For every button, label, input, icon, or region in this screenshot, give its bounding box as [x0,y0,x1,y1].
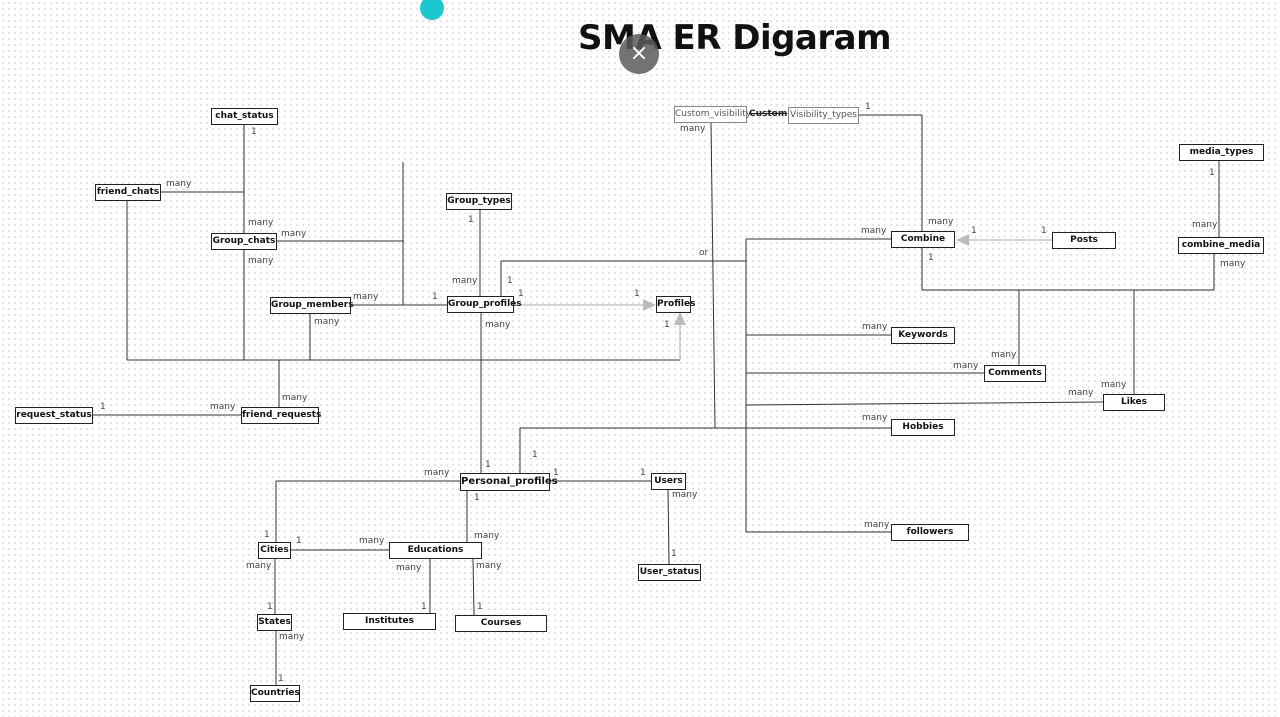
cardinality-label: 1 [477,602,483,612]
cardinality-label: 1 [468,215,474,225]
entity-courses: Courses [455,615,547,632]
entity-group-members: Group_members [270,297,354,314]
cardinality-label: 1 [671,549,677,559]
entity-countries: Countries [250,685,300,702]
cardinality-label: many [861,226,887,236]
cardinality-label: many [248,218,274,228]
cardinality-label: many [864,520,890,530]
cardinality-label: many [210,402,236,412]
entity-visibility-types: Visibility_types [788,107,859,124]
cardinality-label: 1 [485,460,491,470]
cardinality-label: many [166,179,192,189]
cardinality-label: 1 [532,450,538,460]
entity-institutes: Institutes [343,613,436,630]
cardinality-label: many [476,561,502,571]
cardinality-label: 1 [634,289,640,299]
entity-states: States [257,614,292,631]
cyan-dot [420,0,444,20]
cardinality-label: 1 [664,320,670,330]
entity-cities: Cities [258,542,291,559]
cardinality-label: 1 [278,674,284,684]
cardinality-label: 1 [100,402,106,412]
custom-strike-label: Custom [749,109,788,119]
cardinality-label: many [248,256,274,266]
entity-group-profiles: Group_profiles [447,296,522,313]
cardinality-label: many [991,350,1017,360]
entity-keywords: Keywords [891,327,955,344]
cardinality-label: 1 [264,530,270,540]
entity-educations: Educations [389,542,482,559]
entity-hobbies: Hobbies [891,419,955,436]
cardinality-label: many [1192,220,1218,230]
entity-posts: Posts [1052,232,1116,249]
cardinality-label: many [246,561,272,571]
entity-custom-visibility: Custom_visibility [674,106,751,123]
cardinality-label: 1 [474,493,480,503]
cardinality-label: 1 [1041,226,1047,236]
cardinality-label: many [279,632,305,642]
entity-friend-chats: friend_chats [95,184,161,201]
cardinality-label: many [680,124,706,134]
entity-users: Users [651,473,686,490]
cardinality-label: 1 [267,602,273,612]
cardinality-label: many [862,413,888,423]
cardinality-label: many [1220,259,1246,269]
entity-combine-media: combine_media [1178,237,1264,254]
cardinality-label: many [424,468,450,478]
cardinality-label: 1 [421,602,427,612]
entity-request-status: request_status [15,407,93,424]
cardinality-label: many [396,563,422,573]
cardinality-label: many [1101,380,1127,390]
entity-media-types: media_types [1179,144,1264,161]
entity-friend-requests: friend_requests [241,407,321,424]
cardinality-label: many [928,217,954,227]
cardinality-label: 1 [296,536,302,546]
cardinality-label: 1 [971,226,977,236]
cardinality-label: many [862,322,888,332]
cardinality-label: many [1068,388,1094,398]
cardinality-label: many [353,292,379,302]
cardinality-label: many [672,490,698,500]
cardinality-label: many [452,276,478,286]
cardinality-label: many [281,229,307,239]
cardinality-label: many [953,361,979,371]
close-icon[interactable]: × [619,34,659,74]
cardinality-label: 1 [553,468,559,478]
cardinality-label: 1 [507,276,513,286]
cardinality-label: many [359,536,385,546]
cardinality-label: 1 [640,468,646,478]
cardinality-label: 1 [432,292,438,302]
entity-personal-profiles: Personal_profiles [460,473,558,491]
entity-profiles: Profiles [656,296,695,313]
cardinality-label: 1 [865,102,871,112]
cardinality-label: many [282,393,308,403]
cardinality-label: many [485,320,511,330]
cardinality-label: 1 [518,289,524,299]
entity-likes: Likes [1103,394,1165,411]
entity-group-types: Group_types [446,193,512,210]
entity-chat-status: chat_status [211,108,278,125]
entity-comments: Comments [984,365,1046,382]
cardinality-label: many [474,531,500,541]
entity-followers: followers [891,524,969,541]
entity-user-status: User_status [638,564,701,581]
entity-combine: Combine [891,231,955,248]
cardinality-label: 1 [251,127,257,137]
cardinality-label: or [699,248,709,258]
cardinality-label: 1 [1209,168,1215,178]
entity-group-chats: Group_chats [211,233,277,250]
cardinality-label: many [314,317,340,327]
cardinality-label: 1 [928,253,934,263]
